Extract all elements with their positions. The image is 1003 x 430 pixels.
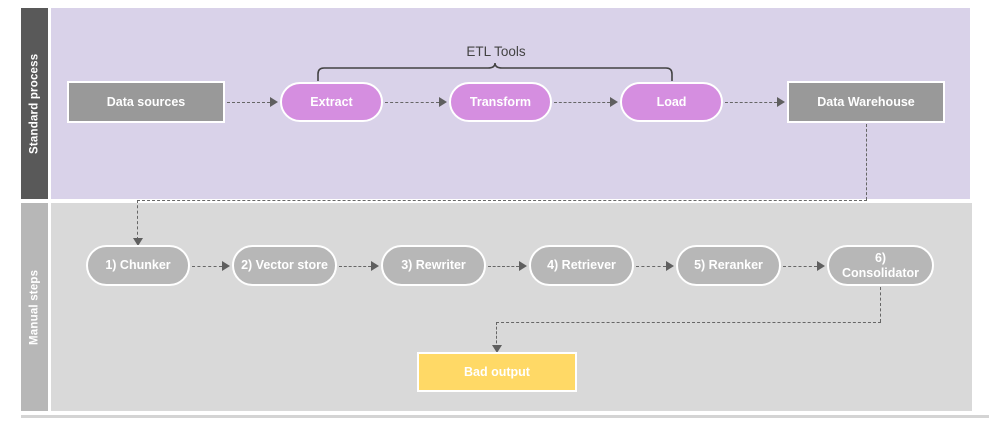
node-rewriter[interactable]: 3) Rewriter xyxy=(381,245,486,286)
connector-sources-to-extract xyxy=(227,102,270,103)
node-vector-store-label: 2) Vector store xyxy=(241,258,328,273)
lane-standard-process-label: Standard process xyxy=(21,8,48,199)
arrowhead-consolidator-to-bad-output xyxy=(492,345,502,353)
node-extract[interactable]: Extract xyxy=(280,82,383,122)
arrowhead-warehouse-to-chunker xyxy=(133,238,143,246)
node-chunker-label: 1) Chunker xyxy=(105,258,171,273)
node-consolidator[interactable]: 6) Consolidator xyxy=(827,245,934,286)
connector-warehouse-across xyxy=(137,200,867,201)
connector-load-to-warehouse xyxy=(725,102,777,103)
node-data-warehouse[interactable]: Data Warehouse xyxy=(787,81,945,123)
node-data-sources[interactable]: Data sources xyxy=(67,81,225,123)
node-transform-label: Transform xyxy=(469,94,532,109)
node-vector-store[interactable]: 2) Vector store xyxy=(232,245,337,286)
connector-consolidator-across xyxy=(496,322,881,323)
node-data-sources-label: Data sources xyxy=(106,94,186,109)
arrowhead-load-to-warehouse xyxy=(777,97,785,107)
arrowhead-sources-to-extract xyxy=(270,97,278,107)
lane-manual-steps-label: Manual steps xyxy=(21,203,48,411)
connector-chunker-to-vector-store xyxy=(192,266,222,267)
node-transform[interactable]: Transform xyxy=(449,82,552,122)
node-data-warehouse-label: Data Warehouse xyxy=(817,94,915,109)
etl-tools-label: ETL Tools xyxy=(466,44,526,59)
node-extract-label: Extract xyxy=(310,94,353,109)
connector-retriever-to-reranker xyxy=(636,266,666,267)
arrowhead-transform-to-load xyxy=(610,97,618,107)
connector-extract-to-transform xyxy=(385,102,439,103)
connector-vector-store-to-rewriter xyxy=(339,266,371,267)
arrowhead-retriever-to-reranker xyxy=(666,261,674,271)
node-consolidator-label: 6) Consolidator xyxy=(841,251,920,280)
node-load-label: Load xyxy=(656,94,687,109)
connector-warehouse-down xyxy=(866,124,867,200)
connector-consolidator-down xyxy=(880,287,881,322)
node-reranker[interactable]: 5) Reranker xyxy=(676,245,781,286)
arrowhead-extract-to-transform xyxy=(439,97,447,107)
connector-consolidator-to-bad-output xyxy=(496,322,497,348)
node-retriever-label: 4) Retriever xyxy=(547,258,616,273)
arrowhead-rewriter-to-retriever xyxy=(519,261,527,271)
node-retriever[interactable]: 4) Retriever xyxy=(529,245,634,286)
arrowhead-reranker-to-consolidator xyxy=(817,261,825,271)
bottom-divider xyxy=(21,415,989,418)
node-chunker[interactable]: 1) Chunker xyxy=(86,245,190,286)
node-bad-output-label: Bad output xyxy=(464,364,530,379)
arrowhead-chunker-to-vector-store xyxy=(222,261,230,271)
node-reranker-label: 5) Reranker xyxy=(694,258,763,273)
etl-tools-bracket xyxy=(317,62,673,81)
node-load[interactable]: Load xyxy=(620,82,723,122)
connector-reranker-to-consolidator xyxy=(783,266,817,267)
connector-warehouse-to-chunker xyxy=(137,200,138,240)
node-bad-output[interactable]: Bad output xyxy=(417,352,577,392)
connector-rewriter-to-retriever xyxy=(488,266,519,267)
node-rewriter-label: 3) Rewriter xyxy=(401,258,466,273)
connector-transform-to-load xyxy=(554,102,610,103)
arrowhead-vector-store-to-rewriter xyxy=(371,261,379,271)
